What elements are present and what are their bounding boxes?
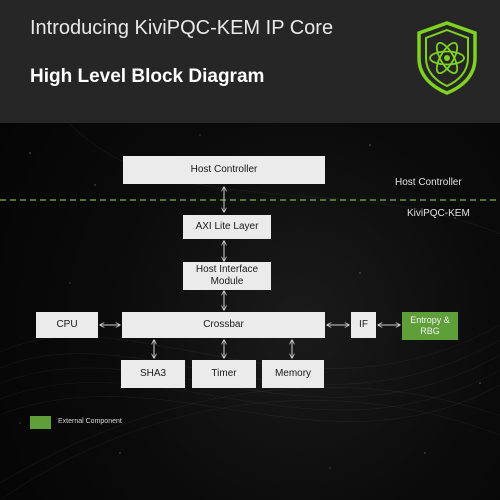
intro-title: Introducing KiviPQC-KEM IP Core [30,17,334,39]
shield-atom-icon [417,21,477,95]
block-if: IF [351,312,376,338]
legend-label: External Component [58,418,122,425]
block-entropy-rbg: Entropy & RBG [402,312,458,340]
legend-swatch [30,416,51,429]
block-sha3: SHA3 [121,360,185,388]
block-axi-lite-layer: AXI Lite Layer [183,215,271,239]
block-crossbar: Crossbar [122,312,325,338]
block-timer: Timer [192,360,256,388]
block-host-controller: Host Controller [123,156,325,184]
domain-label-host: Host Controller [395,177,462,188]
page-title: High Level Block Diagram [30,66,265,87]
block-cpu: CPU [36,312,98,338]
header: Introducing KiviPQC-KEM IP Core High Lev… [0,0,500,123]
block-memory: Memory [262,360,324,388]
block-host-interface-module: Host Interface Module [183,262,271,290]
domain-label-ip: KiviPQC-KEM [407,208,470,219]
